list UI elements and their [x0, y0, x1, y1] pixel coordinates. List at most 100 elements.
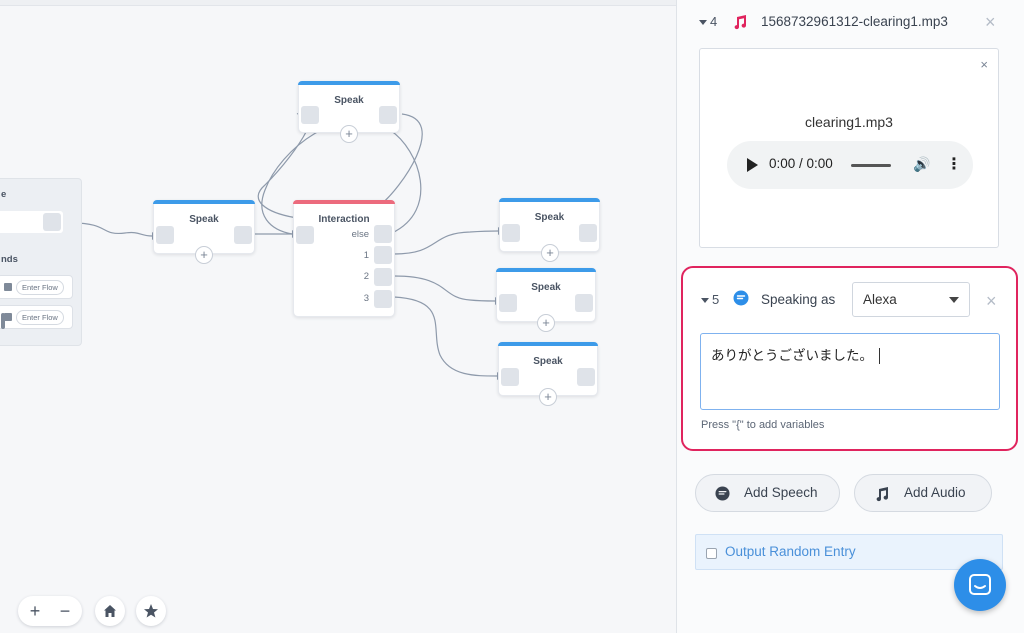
- speech-bubble-icon: [733, 290, 749, 306]
- chevron-down-icon: [949, 297, 959, 303]
- flow-panel-heading: e: [1, 189, 7, 200]
- zoom-out-button[interactable]: −: [59, 601, 71, 621]
- input-port[interactable]: [156, 226, 174, 244]
- interaction-block[interactable]: Interaction else 1 2 3: [293, 200, 395, 317]
- input-port[interactable]: [301, 106, 319, 124]
- add-audio-button[interactable]: Add Audio: [854, 474, 992, 512]
- block-color-bar: [153, 200, 255, 204]
- more-options-icon[interactable]: ⋮: [946, 156, 962, 173]
- output-port[interactable]: [579, 224, 597, 242]
- speaking-as-label: Speaking as: [761, 292, 836, 307]
- speak-block[interactable]: Speak +: [496, 268, 596, 332]
- block-editor-panel: 4 1568732961312-clearing1.mp3 × × cleari…: [676, 0, 1024, 633]
- add-step-button[interactable]: +: [195, 246, 213, 264]
- block-title: Speak: [533, 356, 563, 367]
- text-cursor: [879, 348, 880, 365]
- add-speech-label: Add Speech: [744, 485, 818, 500]
- add-audio-label: Add Audio: [904, 485, 966, 500]
- flow-panel-commands-label: nds: [1, 254, 18, 265]
- output-port[interactable]: [577, 368, 595, 386]
- audio-player[interactable]: 0:00 / 0:00 🔊 ⋮: [727, 141, 973, 189]
- block-color-bar: [496, 268, 596, 272]
- home-icon: [104, 605, 116, 617]
- add-step-button[interactable]: +: [539, 388, 557, 406]
- input-port[interactable]: [501, 368, 519, 386]
- block-title: Interaction: [318, 214, 370, 225]
- home-button[interactable]: [95, 596, 125, 626]
- play-icon[interactable]: [747, 158, 758, 172]
- speech-item-header: 5: [701, 292, 719, 307]
- port-label-1: 1: [363, 250, 369, 261]
- drag-handle[interactable]: [1, 313, 5, 329]
- command-row[interactable]: Enter Flow: [0, 305, 73, 329]
- speak-block[interactable]: Speak +: [498, 342, 598, 406]
- speech-bubble-icon: [715, 486, 730, 501]
- music-note-icon: [876, 487, 889, 502]
- audio-progress-slider[interactable]: [851, 164, 891, 167]
- input-port[interactable]: [499, 294, 517, 312]
- item-index: 4: [710, 14, 718, 29]
- music-note-icon: [734, 15, 747, 30]
- voice-select[interactable]: Alexa: [852, 282, 970, 317]
- collapse-caret-icon[interactable]: [701, 298, 709, 304]
- add-step-button[interactable]: +: [541, 244, 559, 262]
- wire-3-to-speak-r3: [393, 296, 498, 377]
- speech-text-value: ありがとうございました。: [711, 348, 873, 363]
- port-label-2: 2: [363, 271, 369, 282]
- output-port-else[interactable]: [374, 225, 392, 243]
- zoom-in-button[interactable]: +: [29, 601, 41, 621]
- output-port-3[interactable]: [374, 290, 392, 308]
- speech-text-input[interactable]: ありがとうございました。: [700, 333, 1000, 410]
- output-port[interactable]: [43, 213, 61, 231]
- star-icon: [144, 604, 158, 618]
- audio-time: 0:00 / 0:00: [769, 156, 833, 171]
- add-step-button[interactable]: +: [537, 314, 555, 332]
- voice-select-value: Alexa: [863, 292, 897, 307]
- output-random-entry-row[interactable]: Output Random Entry: [695, 534, 1003, 570]
- speak-block[interactable]: Speak +: [298, 81, 400, 143]
- output-random-checkbox[interactable]: [706, 548, 717, 559]
- flow-panel-output[interactable]: [0, 211, 63, 233]
- block-title: Speak: [531, 282, 561, 293]
- port-label-else: else: [351, 229, 369, 240]
- output-port[interactable]: [234, 226, 252, 244]
- remove-audio-button[interactable]: ×: [985, 12, 996, 32]
- speak-block[interactable]: Speak +: [153, 200, 255, 264]
- input-port[interactable]: [296, 226, 314, 244]
- speech-item: 5 Speaking as Alexa × ありがとうございました。 Press…: [681, 266, 1018, 451]
- input-port[interactable]: [502, 224, 520, 242]
- speak-block[interactable]: Speak +: [499, 198, 600, 262]
- enter-flow-pill[interactable]: Enter Flow: [16, 310, 64, 325]
- audio-item-header: 4: [699, 14, 717, 29]
- flow-canvas[interactable]: e nds Enter Flow Enter Flow Speak + Spea…: [0, 0, 676, 633]
- block-title: Speak: [534, 212, 565, 223]
- zoom-controls: + −: [18, 596, 82, 626]
- wire-2-to-speak-r2: [393, 275, 496, 302]
- wire-else-to-speak-r1: [393, 230, 499, 255]
- chat-launcher-button[interactable]: [954, 559, 1006, 611]
- output-random-label[interactable]: Output Random Entry: [725, 544, 856, 559]
- flow-icon: [4, 313, 12, 321]
- wire-flow-to-speak: [71, 222, 153, 237]
- add-step-button[interactable]: +: [340, 125, 358, 143]
- output-port-2[interactable]: [374, 268, 392, 286]
- block-title: Speak: [189, 214, 219, 225]
- audio-card: × clearing1.mp3 0:00 / 0:00 🔊 ⋮: [699, 48, 999, 248]
- chat-icon: [969, 574, 991, 595]
- output-port[interactable]: [575, 294, 593, 312]
- command-row[interactable]: Enter Flow: [0, 275, 73, 299]
- output-port-1[interactable]: [374, 246, 392, 264]
- collapse-caret-icon[interactable]: [699, 20, 707, 26]
- flow-icon: [4, 283, 12, 291]
- canvas-top-border: [0, 0, 676, 6]
- volume-icon[interactable]: 🔊: [913, 156, 931, 172]
- port-label-3: 3: [363, 293, 369, 304]
- clear-audio-button[interactable]: ×: [980, 57, 988, 72]
- add-speech-button[interactable]: Add Speech: [695, 474, 840, 512]
- audio-player-title: clearing1.mp3: [805, 114, 893, 130]
- remove-speech-button[interactable]: ×: [986, 291, 997, 311]
- flow-start-panel[interactable]: e nds Enter Flow Enter Flow: [0, 178, 82, 346]
- enter-flow-pill[interactable]: Enter Flow: [16, 280, 64, 295]
- favorites-button[interactable]: [136, 596, 166, 626]
- output-port[interactable]: [379, 106, 397, 124]
